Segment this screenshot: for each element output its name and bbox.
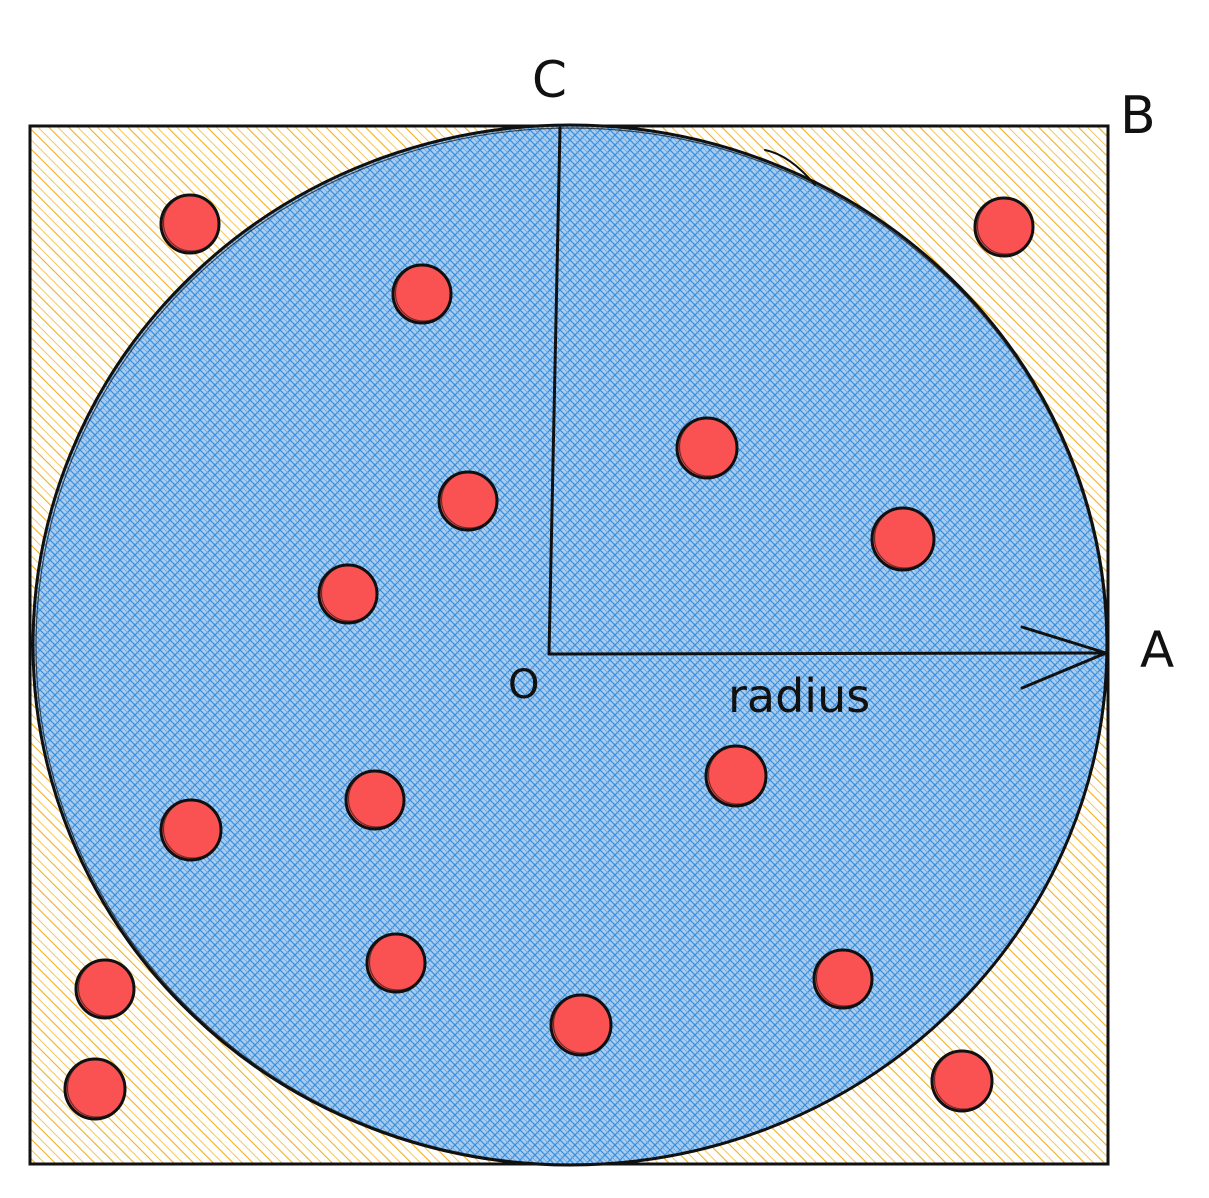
label-radius: radius	[728, 669, 870, 723]
sample-point-sketch-outline	[77, 959, 136, 1017]
label-center-o: O	[508, 662, 539, 708]
sample-point-sketch-outline	[976, 197, 1035, 255]
sample-point-sketch-outline	[162, 194, 221, 252]
label-point-a: A	[1140, 621, 1174, 679]
sample-point-sketch-outline	[815, 949, 874, 1007]
arrowhead-icon	[1020, 625, 1108, 690]
radius-line-oc	[547, 126, 562, 656]
inscribed-circle	[31, 123, 1109, 1167]
sample-point-sketch-outline	[320, 564, 379, 622]
sample-point-sketch-outline	[873, 507, 936, 569]
sample-point-sketch-outline	[552, 994, 613, 1054]
arc-tick-mark	[764, 149, 816, 186]
inscribed-circle-sketch-stroke	[35, 127, 1107, 1165]
sample-point-sketch-outline	[162, 799, 223, 859]
label-point-c: C	[532, 51, 567, 109]
radius-line-oa	[547, 651, 1110, 656]
sample-point-sketch-outline	[394, 264, 453, 322]
sample-point-sketch-outline	[66, 1058, 127, 1118]
sample-point-sketch-outline	[368, 933, 427, 991]
sample-points	[63, 193, 1035, 1121]
sample-point-sketch-outline	[707, 745, 768, 805]
sample-point-sketch-outline	[347, 770, 406, 828]
label-point-b: B	[1120, 86, 1156, 146]
sample-point-sketch-outline	[678, 417, 739, 477]
sample-point-sketch-outline	[933, 1050, 994, 1110]
sample-point-sketch-outline	[440, 471, 499, 529]
